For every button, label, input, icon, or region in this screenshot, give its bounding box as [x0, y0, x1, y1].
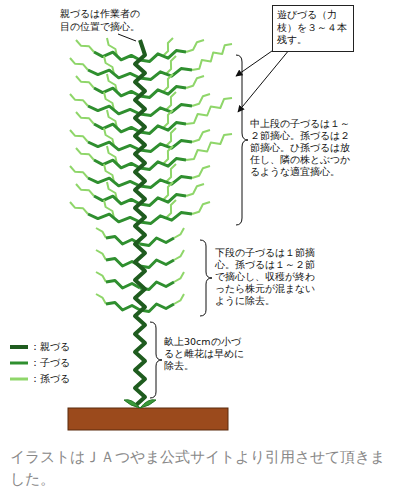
vine	[140, 159, 186, 170]
vine	[186, 40, 204, 52]
note-text: 中上段の子づるは１～２節摘心。孫づるは２節摘心。ひ孫づるは放任し、隣の株とぶつか…	[250, 118, 354, 177]
vine	[174, 250, 184, 260]
vine	[174, 294, 184, 304]
vine	[166, 128, 176, 146]
vine	[76, 184, 94, 196]
vine	[140, 260, 174, 268]
vine	[174, 228, 184, 238]
caption: イラストはＪＡつやま公式サイトより引用させて頂きました。	[10, 447, 390, 491]
vine	[88, 214, 140, 222]
vine	[174, 272, 184, 282]
legend-text: ：親づる	[30, 340, 70, 354]
bracket	[236, 55, 248, 225]
vine	[88, 70, 140, 78]
note-text: 下段の子づるは１節摘心。孫づるは１～２節で摘心し、収穫が終わったら株元が混まない…	[215, 247, 315, 306]
vine	[140, 213, 192, 224]
vine	[70, 130, 88, 142]
vine	[76, 40, 94, 52]
vine	[166, 200, 176, 218]
legend-row: ：孫づる	[6, 372, 96, 386]
vine	[192, 202, 210, 214]
legend-text: ：子づる	[30, 356, 70, 370]
vine	[88, 106, 140, 114]
vine	[192, 44, 232, 70]
callout-box: 遊びづる（力枝）を３～４本残す。	[272, 5, 354, 52]
vine	[70, 202, 88, 214]
vine	[192, 166, 210, 178]
legend-sample	[10, 362, 28, 365]
vine	[140, 195, 186, 206]
bracket	[200, 240, 212, 316]
vine	[88, 178, 140, 186]
bracket	[150, 322, 162, 398]
vine	[140, 105, 192, 116]
legend-sample	[10, 378, 28, 381]
vine	[70, 94, 88, 106]
vine	[94, 196, 140, 204]
legend-row: ：親づる	[6, 340, 96, 354]
vine	[192, 130, 210, 142]
arrow	[238, 44, 294, 112]
vine	[94, 52, 140, 60]
seedling-leaves	[124, 400, 156, 408]
vine	[140, 123, 186, 134]
vine	[186, 134, 232, 160]
vine	[192, 94, 210, 106]
vine	[96, 272, 106, 282]
callout-text: 遊びづる（力枝）を３～４本残す。	[277, 9, 349, 47]
vine	[96, 228, 106, 238]
leader-line	[118, 34, 136, 41]
vine	[186, 98, 232, 124]
vine	[140, 87, 186, 98]
vine	[166, 92, 176, 110]
vine	[70, 166, 88, 178]
vine	[140, 51, 186, 62]
vine	[140, 69, 192, 80]
soil-bed	[68, 408, 228, 430]
note-text: 親づるは作業者の目の位置で摘心。	[60, 8, 146, 33]
vine	[186, 184, 204, 196]
vine	[140, 238, 174, 246]
legend-row: ：子づる	[6, 356, 96, 370]
vine	[94, 88, 140, 96]
vine	[76, 76, 94, 88]
vine	[96, 294, 106, 304]
vine	[88, 142, 140, 150]
vine	[186, 76, 204, 88]
vine	[166, 164, 176, 182]
vine	[106, 303, 140, 311]
vine	[140, 141, 192, 152]
vine	[94, 124, 140, 132]
vine	[96, 250, 106, 260]
vine	[76, 112, 94, 124]
legend-text: ：孫づる	[30, 372, 70, 386]
note-text: 畝上30cmの小づると雌花は早めに除去。	[164, 336, 248, 372]
vine	[140, 177, 192, 188]
vine	[76, 148, 94, 160]
vine	[135, 40, 145, 406]
vine	[94, 160, 140, 168]
vine	[70, 58, 88, 70]
legend-sample	[10, 345, 28, 349]
vine	[166, 56, 176, 74]
